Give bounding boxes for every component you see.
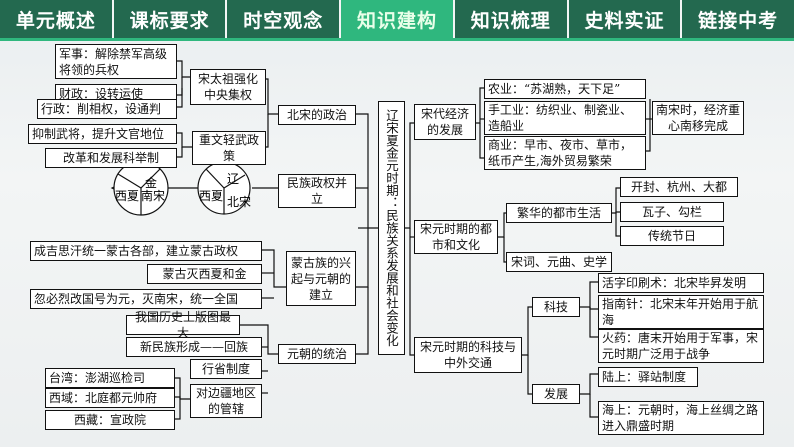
node-develop: 发展 — [532, 384, 580, 404]
tab-unit-overview[interactable]: 单元概述 — [0, 0, 112, 38]
circle-liao — [197, 161, 251, 215]
label-jin: 金 — [145, 176, 158, 190]
node-land: 陆上：驿站制度 — [598, 367, 698, 387]
node-wen-policy: 重文轻武政策 — [192, 131, 266, 165]
node-gunpowder: 火药：唐末开始用于军事，宋元时期广泛用于战争 — [598, 329, 764, 363]
node-song-economy: 宋代经济的发展 — [414, 104, 476, 140]
tab-knowledge-build[interactable]: 知识建构 — [341, 0, 453, 38]
node-sci-trade: 宋元时期的科技与中外交通 — [414, 337, 522, 373]
center-topic: 辽宋夏金元时期：民族关系发展和社会变化 — [378, 101, 405, 355]
label-liao: 辽 — [227, 172, 240, 186]
tab-underline — [0, 38, 794, 41]
tab-knowledge-sort[interactable]: 知识梳理 — [454, 0, 567, 38]
node-province: 行省制度 — [190, 359, 262, 379]
tab-bar: 单元概述 课标要求 时空观念 知识建构 知识梳理 史料实证 链接中考 — [0, 0, 794, 38]
node-wazi: 瓦子、勾栏 — [620, 202, 724, 222]
node-coexist: 民族政权并立 — [278, 174, 356, 208]
node-hui: 新民族形成——回族 — [126, 337, 262, 357]
node-taiwan: 台湾：澎湖巡检司 — [45, 368, 175, 388]
node-frontier: 对边疆地区的管辖 — [190, 384, 262, 418]
node-commerce: 商业：早市、夜市、草市，纸币产生,海外贸易繁荣 — [484, 136, 646, 170]
mind-map: 辽 西夏 北宋 金 西夏 南宋 辽宋夏金元时期：民族关系发展和社会变化 北宋的政… — [0, 41, 794, 447]
node-south-shift: 南宋时，经济重心南移完成 — [652, 101, 744, 135]
node-printing: 活字印刷术：北宋毕昇发明 — [598, 273, 764, 293]
circle-jin — [113, 160, 169, 216]
node-territory: 我国历史上版图最大 — [126, 310, 240, 340]
node-agri: 农业：“苏湖熟，天下足” — [484, 79, 646, 99]
label-nansong: 南宋 — [141, 189, 166, 203]
node-exam: 改革和发展科举制 — [45, 148, 177, 168]
node-destroy: 蒙古灭西夏和金 — [147, 264, 262, 284]
tab-time-space[interactable]: 时空观念 — [227, 0, 340, 38]
node-centralize: 宋太祖强化中央集权 — [190, 69, 266, 105]
connector-lines — [110, 60, 652, 420]
node-tech: 科技 — [532, 297, 580, 317]
node-admin: 行政：削相权，设通判 — [37, 99, 177, 119]
label-xixia-1: 西夏 — [199, 189, 224, 203]
label-xixia-2: 西夏 — [115, 189, 140, 203]
node-cities: 开封、杭州、大都 — [620, 177, 738, 197]
tab-exam-link[interactable]: 链接中考 — [682, 0, 794, 38]
node-compass: 指南针：北宋末年开始用于航海 — [598, 295, 764, 329]
node-mongol: 蒙古族的兴起与元朝的建立 — [286, 251, 356, 306]
node-sea: 海上：元朝时，海上丝绸之路进入鼎盛时期 — [598, 401, 764, 435]
node-xiyu: 西域：北庭都元帅府 — [45, 388, 175, 408]
node-literature: 宋词、元曲、史学 — [506, 252, 612, 272]
tab-evidence[interactable]: 史料实证 — [568, 0, 681, 38]
node-festivals: 传统节日 — [620, 226, 724, 246]
label-beisong: 北宋 — [227, 195, 252, 209]
node-kublai: 忽必烈改国号为元，灭南宋，统一全国 — [30, 289, 262, 309]
node-beisong-politics: 北宋的政治 — [278, 105, 356, 125]
node-yuan: 元朝的统治 — [278, 344, 356, 364]
node-xizang: 西藏：宣政院 — [45, 410, 175, 430]
node-city-culture: 宋元时期的都市和文化 — [414, 220, 498, 254]
node-city-life: 繁华的都市生活 — [506, 203, 612, 223]
tab-curriculum[interactable]: 课标要求 — [113, 0, 226, 38]
node-genghis: 成吉思汗统一蒙古各部，建立蒙古政权 — [30, 241, 262, 261]
node-military: 军事：解除禁军高级将领的兵权 — [55, 44, 177, 79]
node-suppress: 抑制武将，提升文官地位 — [28, 124, 177, 144]
node-handicraft: 手工业：纺织业、制瓷业、造船业 — [484, 101, 646, 135]
